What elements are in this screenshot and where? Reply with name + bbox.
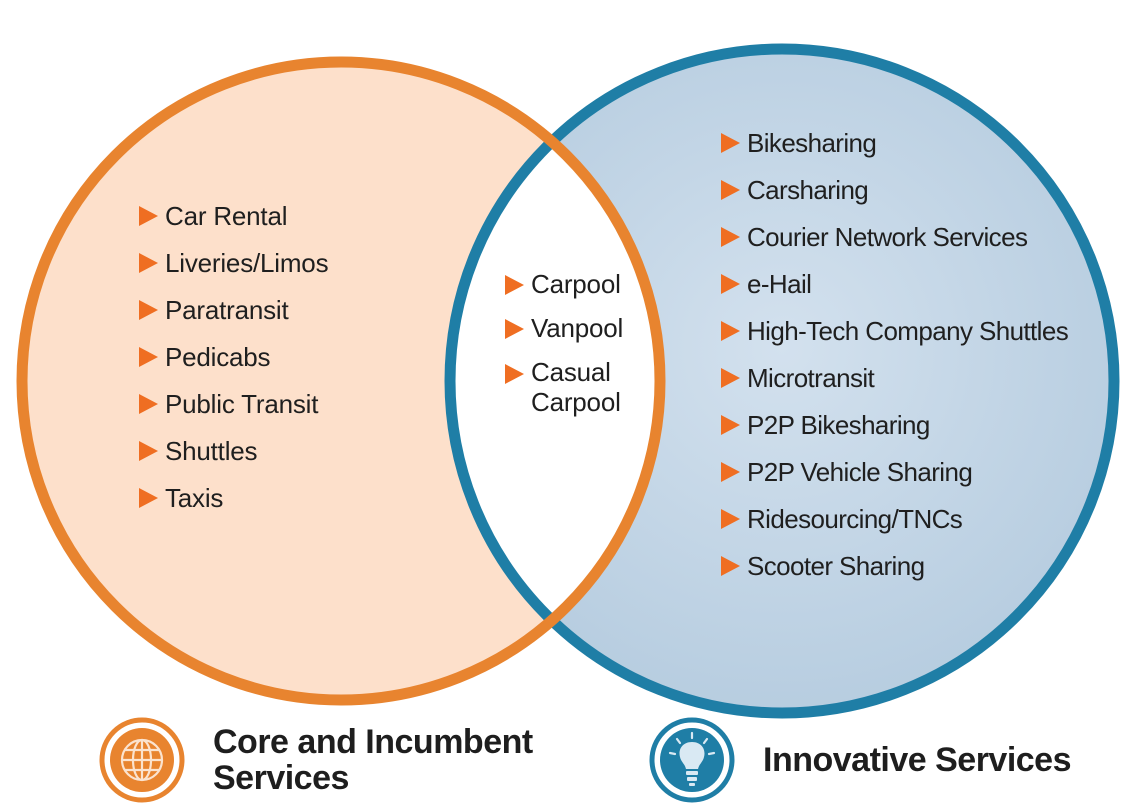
shared-services-list: Carpool Vanpool Casual Carpool <box>505 262 631 417</box>
bullet-arrow-icon <box>721 321 740 341</box>
list-item: Paratransit <box>139 287 328 334</box>
list-item: Liveries/Limos <box>139 240 329 287</box>
list-item: Vanpool <box>505 306 631 350</box>
list-item: Taxis <box>139 475 328 522</box>
list-item: High-Tech Company Shuttles <box>721 308 1069 355</box>
list-item: P2P Vehicle Sharing <box>721 449 1068 496</box>
list-item: Bikesharing <box>721 120 1068 167</box>
legend-core: Core and Incumbent Services <box>99 717 573 803</box>
lightbulb-icon <box>649 717 735 803</box>
bullet-arrow-icon <box>139 253 158 273</box>
legend-innovative: Innovative Services <box>649 717 1123 803</box>
list-item: Carpool <box>505 262 631 306</box>
bullet-arrow-icon <box>139 441 158 461</box>
core-services-list: Car Rental Liveries/Limos Paratransit Pe… <box>139 193 329 522</box>
legend-innovative-label: Innovative Services <box>763 741 1072 779</box>
list-item: e-Hail <box>721 261 1068 308</box>
bullet-arrow-icon <box>721 462 740 482</box>
globe-icon <box>99 717 185 803</box>
innovative-circle-outline <box>444 43 1120 719</box>
innovative-services-list: Bikesharing Carsharing Courier Network S… <box>721 120 1069 590</box>
list-item: Microtransit <box>721 355 1068 402</box>
bullet-arrow-icon <box>505 364 524 384</box>
bullet-arrow-icon <box>721 509 740 529</box>
list-item: Carsharing <box>721 167 1068 214</box>
list-item: Public Transit <box>139 381 328 428</box>
bullet-arrow-icon <box>721 133 740 153</box>
list-item: P2P Bikesharing <box>721 402 1068 449</box>
list-item: Casual Carpool <box>505 350 631 417</box>
bullet-arrow-icon <box>139 206 158 226</box>
bullet-arrow-icon <box>721 368 740 388</box>
bullet-arrow-icon <box>721 556 740 576</box>
bullet-arrow-icon <box>721 274 740 294</box>
list-item: Pedicabs <box>139 334 328 381</box>
bullet-arrow-icon <box>139 300 158 320</box>
bullet-arrow-icon <box>721 180 740 200</box>
bullet-arrow-icon <box>139 394 158 414</box>
list-item: Car Rental <box>139 193 328 240</box>
bullet-arrow-icon <box>505 319 524 339</box>
list-item: Ridesourcing/TNCs <box>721 496 1068 543</box>
bullet-arrow-icon <box>505 275 524 295</box>
list-item: Scooter Sharing <box>721 543 1068 590</box>
bullet-arrow-icon <box>721 415 740 435</box>
bullet-arrow-icon <box>721 227 740 247</box>
list-item: Courier Network Services <box>721 214 1068 261</box>
bullet-arrow-icon <box>139 488 158 508</box>
list-item: Shuttles <box>139 428 328 475</box>
core-circle-outline <box>16 56 666 706</box>
legend-core-label: Core and Incumbent Services <box>213 723 533 797</box>
bullet-arrow-icon <box>139 347 158 367</box>
